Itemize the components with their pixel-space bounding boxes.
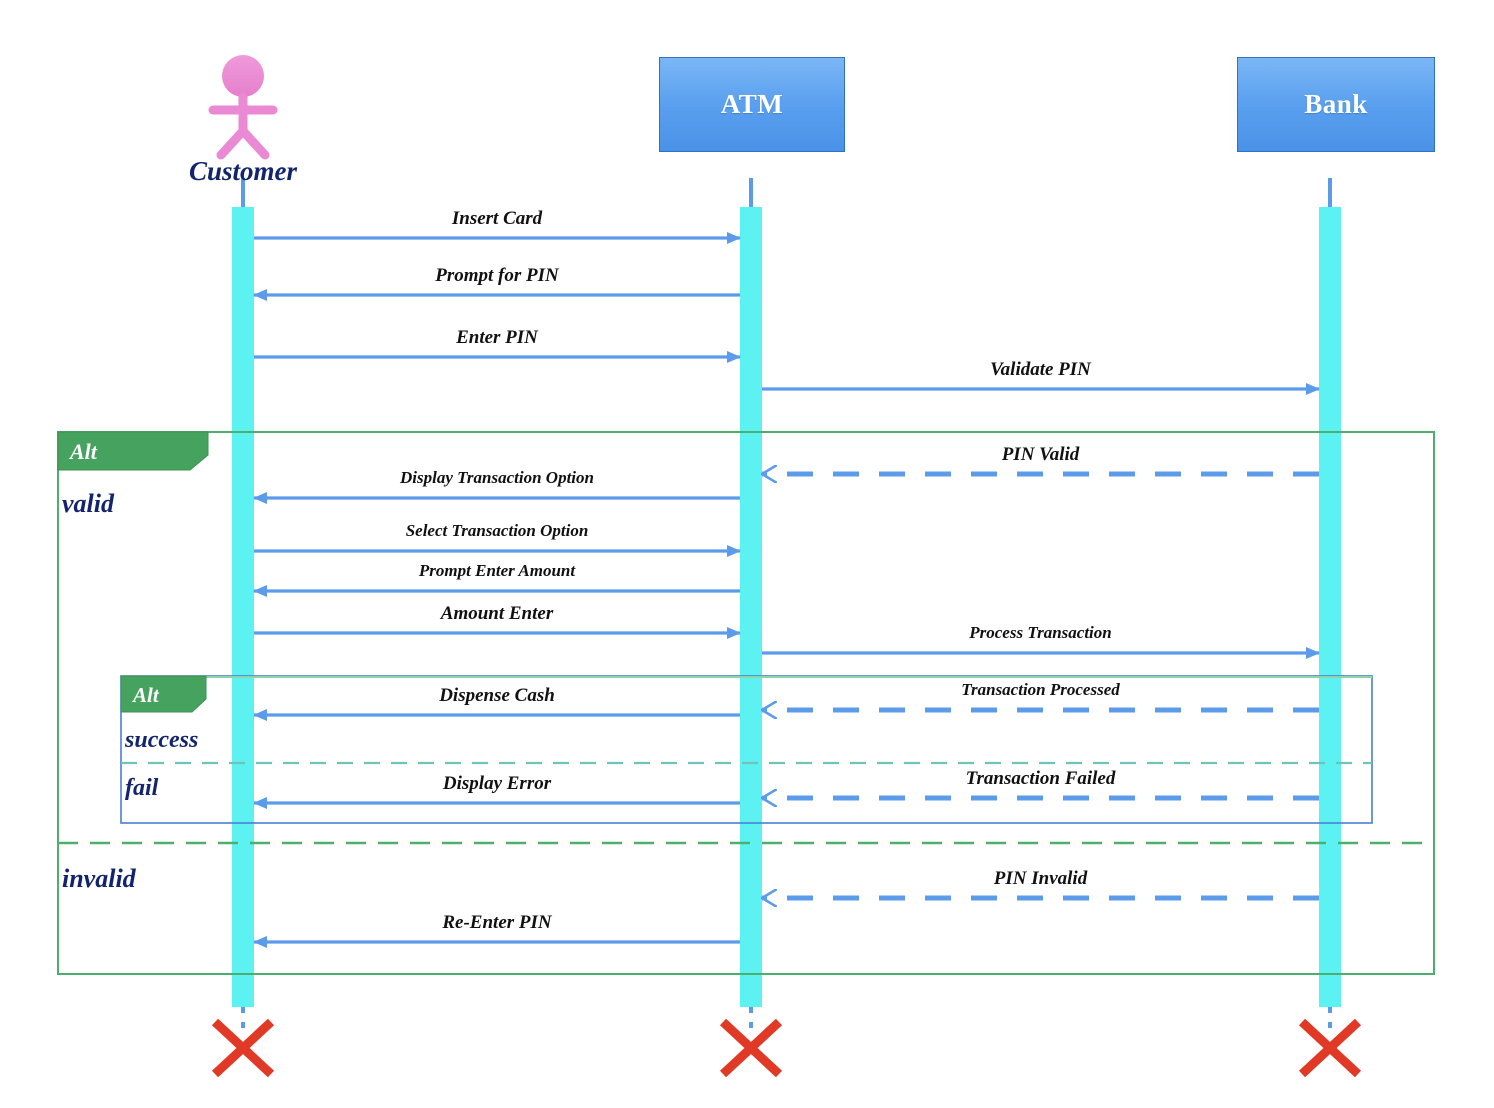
participant-header-atm[interactable]: ATM (659, 57, 845, 152)
message-label-m15: PIN Invalid (993, 868, 1088, 889)
participant-label-bank: Bank (1304, 89, 1368, 119)
activation-bars (232, 207, 1341, 1007)
fragment-frames (57, 431, 1435, 975)
activation-bar-customer (232, 207, 254, 1007)
message-label-m1: Insert Card (451, 208, 543, 229)
inner-alt-condition-success: success (125, 727, 199, 753)
message-label-m13: Transaction Failed (965, 768, 1116, 789)
lifeline-stubs (241, 178, 1332, 207)
message-label-m10: Process Transaction (969, 623, 1112, 642)
message-label-m5: PIN Valid (1001, 444, 1080, 465)
outer-alt-frame (57, 431, 1435, 975)
destroy-marker-atm-b (719, 1018, 783, 1078)
message-label-m2: Prompt for PIN (435, 265, 559, 286)
activation-bar-bank (1319, 207, 1341, 1007)
participant-label-atm: ATM (720, 89, 784, 119)
message-label-m11: Transaction Processed (961, 680, 1120, 699)
message-label-m9: Amount Enter (440, 603, 554, 624)
lifeline-destruction (211, 1007, 1362, 1078)
destroy-marker-customer-b (211, 1018, 275, 1078)
destroy-marker-bank-b (1298, 1018, 1362, 1078)
participant-header-bank[interactable]: Bank (1237, 57, 1435, 152)
message-label-m7: Select Transaction Option (405, 521, 589, 540)
message-label-m6: Display Transaction Option (400, 468, 594, 487)
activation-bar-atm (740, 207, 762, 1007)
inner-alt-tag-shape (120, 675, 207, 713)
message-label-m3: Enter PIN (456, 327, 538, 348)
outer-alt-condition-invalid: invalid (62, 864, 136, 893)
message-label-m8: Prompt Enter Amount (418, 561, 576, 580)
message-label-m14: Display Error (442, 773, 552, 794)
inner-alt-condition-fail: fail (125, 775, 159, 801)
outer-alt-condition-valid: valid (62, 489, 114, 518)
outer-alt-tag-shape (57, 431, 209, 471)
actor-customer-icon (208, 55, 278, 160)
messages-group (253, 232, 1320, 948)
message-label-m4: Validate PIN (990, 359, 1091, 380)
participant-label-customer[interactable]: Customer (189, 156, 298, 186)
message-label-m12: Dispense Cash (439, 685, 555, 706)
message-label-m16: Re-Enter PIN (442, 912, 552, 933)
